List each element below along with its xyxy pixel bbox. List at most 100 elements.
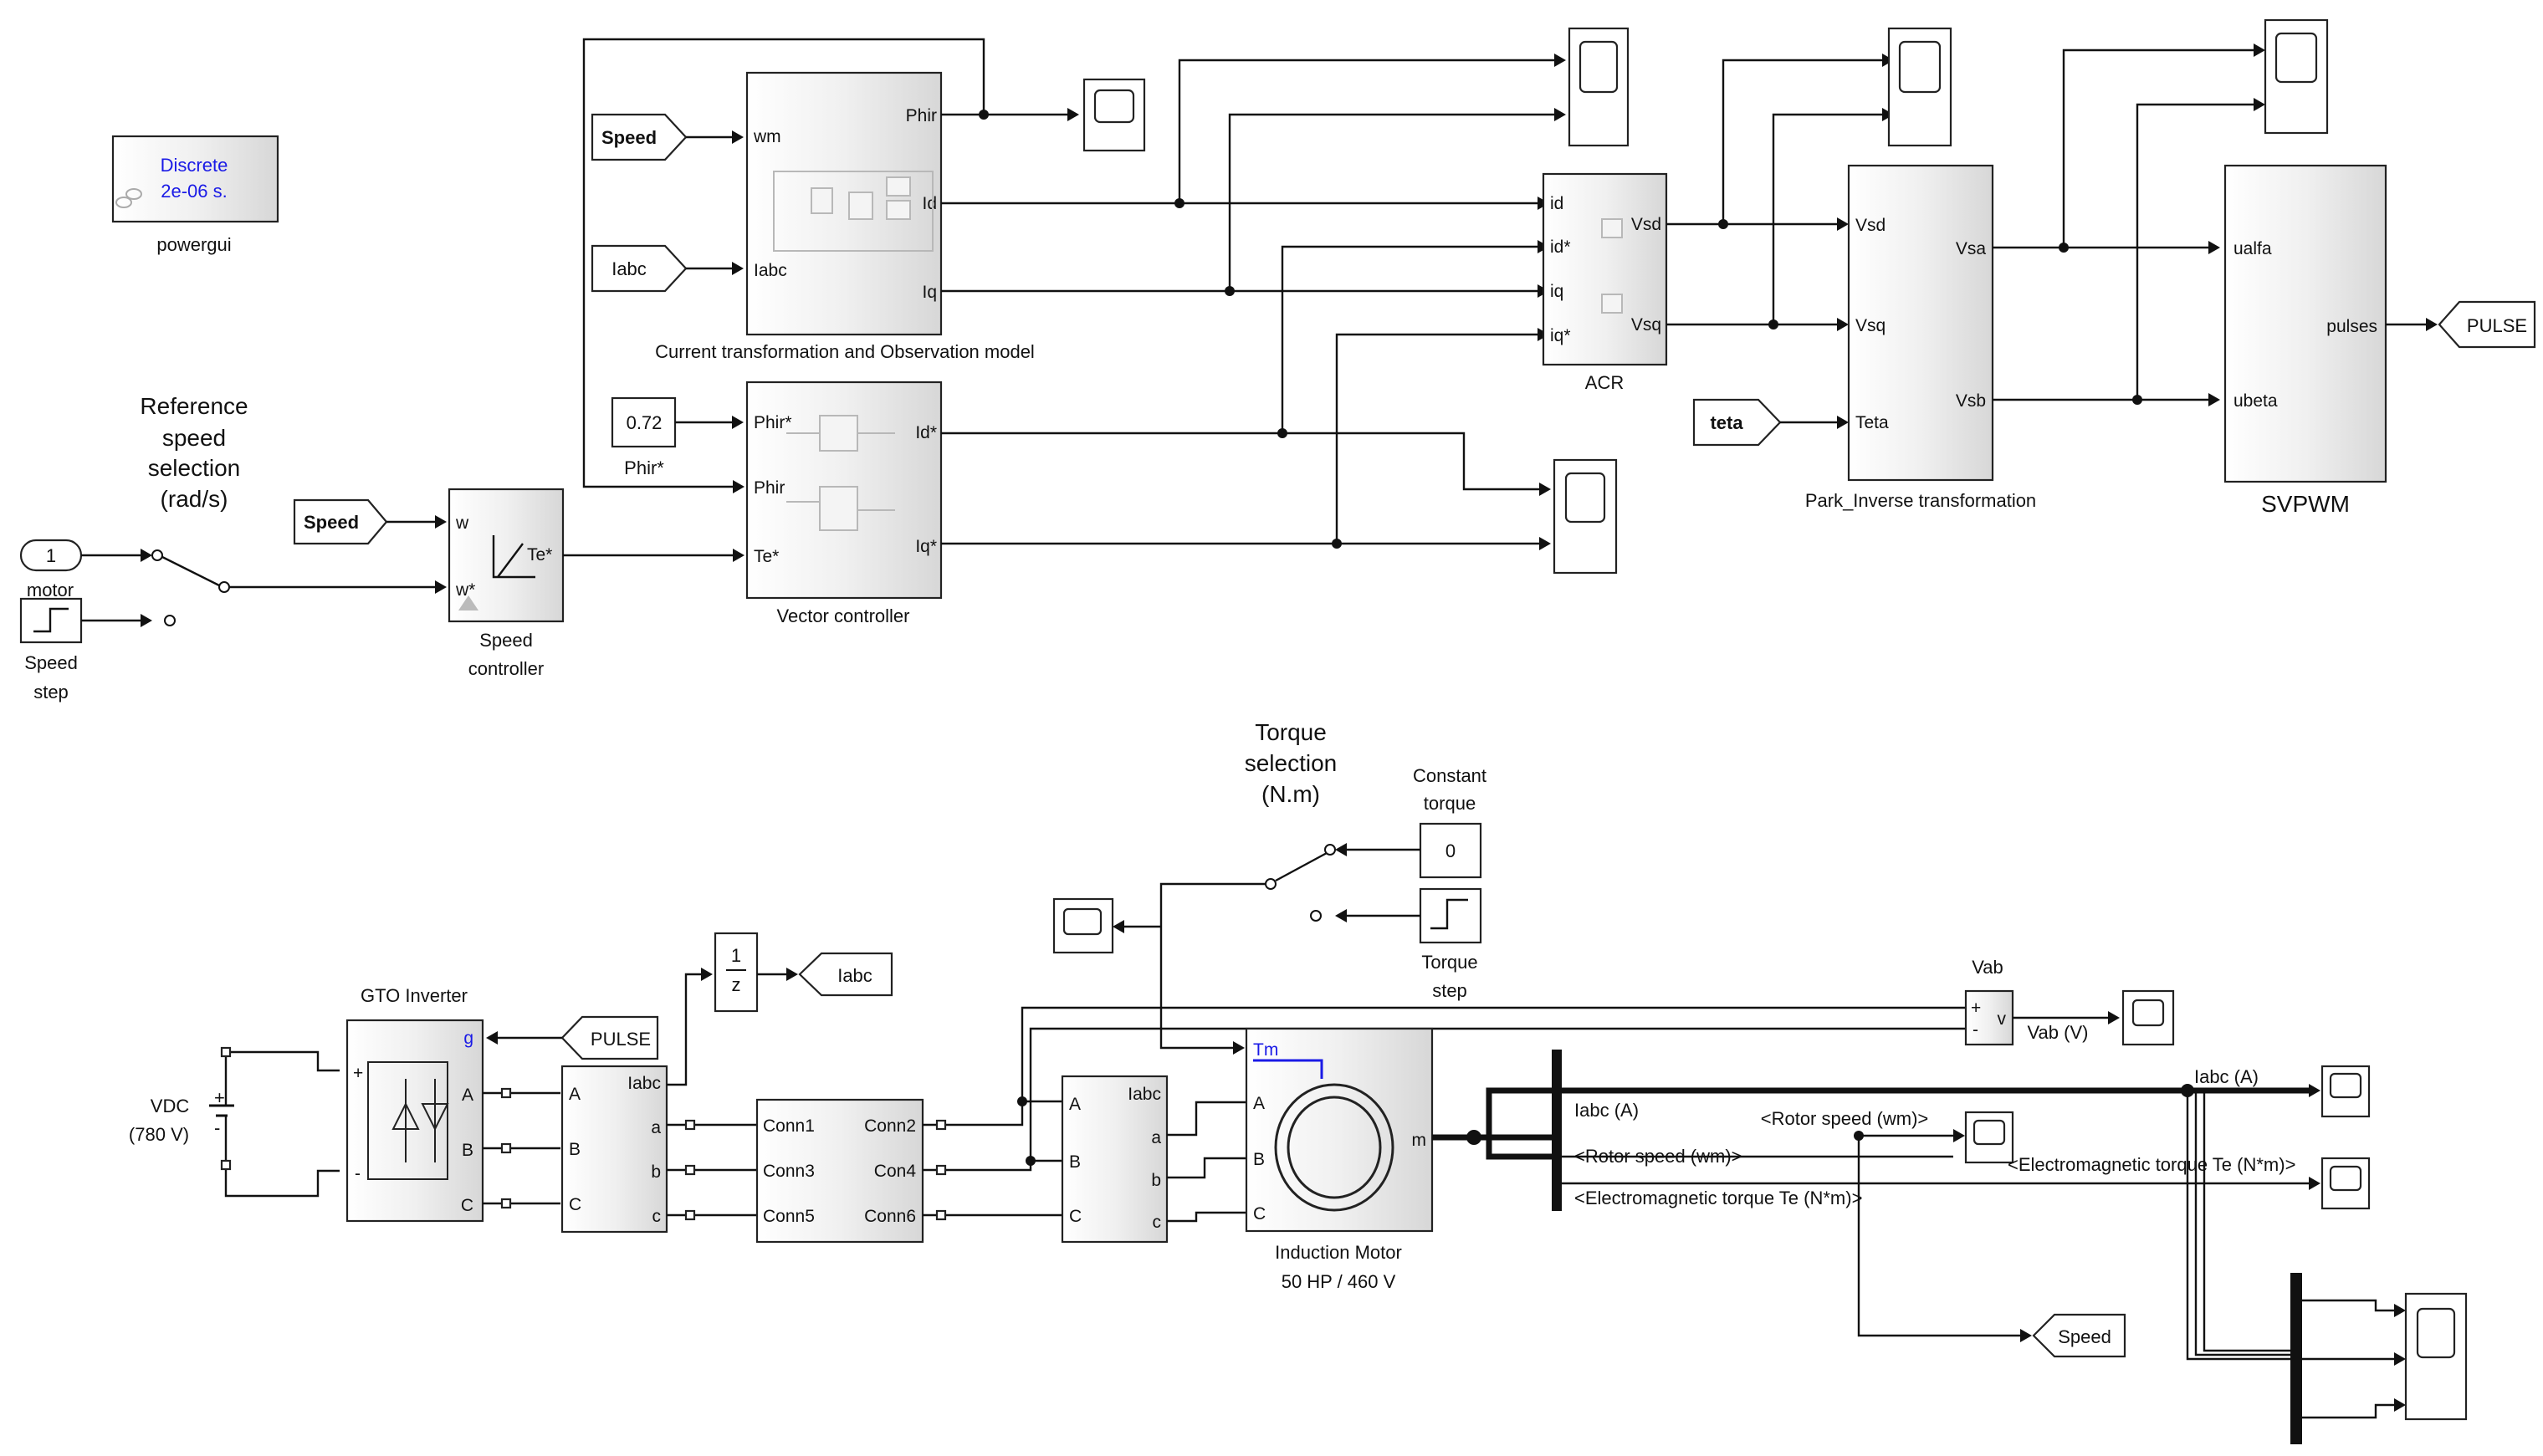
gto-label: GTO Inverter: [361, 985, 468, 1006]
svpwm-port-ualfa: ualfa: [2233, 239, 2272, 258]
dc-plus: +: [214, 1087, 225, 1108]
ctom-port-phir: Phir: [906, 106, 937, 125]
speed-ctrl-label-1: Speed: [479, 630, 533, 651]
current-meas-block-2[interactable]: A B C Iabc a b c: [1061, 1075, 1169, 1244]
voltage-ab-scope[interactable]: [2264, 18, 2329, 135]
gto-inverter-block[interactable]: + - g A B C: [345, 1019, 484, 1223]
torque-title-3: (N.m): [1261, 781, 1320, 807]
conn-4: Con4: [874, 1162, 917, 1181]
torque-scope[interactable]: [1052, 897, 1114, 954]
current-ref-scope[interactable]: [1553, 458, 1618, 575]
motor-label: motor: [27, 580, 74, 600]
speed-selector-switch[interactable]: [161, 555, 230, 593]
meas1-port-iabc: Iabc: [627, 1074, 661, 1093]
phir-const-label: Phir*: [624, 457, 664, 478]
vab-plus: +: [1971, 999, 1981, 1018]
phir-const-value: 0.72: [627, 412, 663, 433]
meas1-port-a-in: A: [569, 1085, 581, 1104]
svpwm-block[interactable]: ualfa ubeta pulses: [2223, 164, 2387, 483]
goto-iabc-tag[interactable]: Iabc: [798, 952, 893, 997]
torque-selector-switch[interactable]: [1265, 851, 1328, 890]
meas2-port-c-in: C: [1069, 1207, 1082, 1226]
acr-block[interactable]: id id* iq iq* Vsd Vsq: [1542, 172, 1668, 366]
goto-pulse-tag[interactable]: PULSE: [2438, 300, 2536, 349]
speed-controller-block[interactable]: w w* Te*: [448, 488, 565, 623]
gto-port-b: B: [462, 1141, 473, 1160]
phase-current-scope[interactable]: [2404, 1292, 2468, 1421]
ctom-port-wm: wm: [753, 127, 781, 146]
park-port-vsa: Vsa: [1956, 239, 1987, 258]
ref-title-2: speed: [162, 425, 226, 451]
from-iabc-tag[interactable]: Iabc: [591, 244, 688, 293]
powergui-line2: 2e-06 s.: [161, 181, 228, 202]
bus-sig-te-right: <Electromagnetic torque Te (N*m)>: [2008, 1154, 2295, 1175]
motor-port-a: A: [1253, 1094, 1265, 1113]
meas2-port-b-in: B: [1069, 1152, 1081, 1172]
rotor-speed-scope[interactable]: [1964, 1111, 2014, 1164]
current-scope-1[interactable]: [1568, 27, 1630, 147]
ctom-port-iabc: Iabc: [754, 261, 787, 280]
gto-port-a: A: [462, 1086, 473, 1105]
park-inverse-block[interactable]: Vsd Vsq Teta Vsa Vsb: [1847, 164, 1994, 482]
ctom-block[interactable]: wm Iabc Phir Id Iq: [745, 71, 943, 336]
acr-port-iq: iq: [1550, 282, 1563, 301]
motor-constant-block[interactable]: 1: [19, 539, 83, 572]
vab-v: v: [1998, 1009, 2007, 1029]
vdc-label-2: (780 V): [129, 1124, 189, 1145]
meas1-port-c: c: [652, 1207, 662, 1226]
from-speed-tag-1[interactable]: Speed: [293, 498, 388, 545]
vdc-label-1: VDC: [151, 1096, 190, 1116]
park-port-teta: Teta: [1855, 413, 1889, 432]
gto-minus: -: [355, 1164, 361, 1183]
voltage-meas-block[interactable]: + - v: [1964, 989, 2014, 1046]
const-torque-block[interactable]: 0: [1419, 822, 1482, 879]
acr-port-vsd: Vsd: [1631, 215, 1661, 234]
vc-label: Vector controller: [777, 605, 910, 626]
phir-const-block[interactable]: 0.72: [611, 396, 677, 448]
speed-step-block[interactable]: [19, 597, 83, 644]
meas2-port-iabc: Iabc: [1128, 1085, 1161, 1104]
goto-pulse-tag-text: PULSE: [2467, 315, 2527, 336]
link-icon: [115, 188, 142, 208]
torque-step-block[interactable]: [1419, 887, 1482, 944]
ref-title-4: (rad/s): [161, 486, 228, 512]
speed-ctrl-port-wstar: w*: [455, 580, 475, 600]
conn-6: Conn6: [864, 1207, 916, 1226]
const-torque-value: 0: [1445, 840, 1456, 861]
from-pulse-tag[interactable]: PULSE: [560, 1015, 659, 1060]
bus-sig-iabc: Iabc (A): [1574, 1100, 1639, 1121]
conn-3: Conn3: [763, 1162, 815, 1181]
powergui-block[interactable]: Discrete 2e-06 s. powergui: [111, 135, 279, 255]
goto-speed-tag[interactable]: Speed: [2032, 1313, 2126, 1358]
meas1-port-b: b: [651, 1162, 661, 1182]
unit-delay-block[interactable]: 1 z: [714, 932, 759, 1013]
speed-ctrl-port-w: w: [455, 513, 469, 533]
iabc-scope[interactable]: [2320, 1065, 2371, 1118]
bus-sig-iabc-right: Iabc (A): [2194, 1066, 2259, 1087]
ctom-port-id: Id: [922, 194, 937, 213]
torque-title-2: selection: [1245, 750, 1338, 776]
const-torque-label-2: torque: [1424, 793, 1476, 814]
park-port-vsd: Vsd: [1855, 216, 1886, 235]
bus-sig-rotor-top: <Rotor speed (wm)>: [1761, 1108, 1929, 1129]
meas1-port-c-in: C: [569, 1195, 581, 1214]
torque-step-label-1: Torque: [1421, 952, 1477, 973]
gto-port-g: g: [463, 1029, 473, 1048]
from-teta-tag-text: teta: [1710, 412, 1743, 433]
vab-scope[interactable]: [2121, 989, 2175, 1046]
from-teta-tag[interactable]: teta: [1692, 398, 1782, 447]
vc-port-id-star: Id*: [915, 423, 937, 442]
induction-motor-block[interactable]: Tm A B C m: [1245, 1027, 1434, 1233]
powergui-label: powergui: [156, 234, 231, 255]
voltage-dq-scope[interactable]: [1887, 27, 1952, 147]
ref-title-3: selection: [148, 455, 241, 481]
from-speed-tag-2[interactable]: Speed: [591, 113, 688, 161]
dc-source[interactable]: + -: [209, 1087, 234, 1138]
torque-te-scope[interactable]: [2320, 1157, 2371, 1210]
current-meas-block-1[interactable]: A B C Iabc a b c: [560, 1065, 668, 1234]
motor-port-c: C: [1253, 1204, 1266, 1224]
connection-block[interactable]: Conn1 Conn3 Conn5 Conn2 Con4 Conn6: [755, 1098, 924, 1244]
delay-num: 1: [731, 945, 741, 966]
phir-scope[interactable]: [1082, 78, 1146, 152]
vector-controller-block[interactable]: Phir* Phir Te* Id* Iq*: [745, 381, 943, 600]
